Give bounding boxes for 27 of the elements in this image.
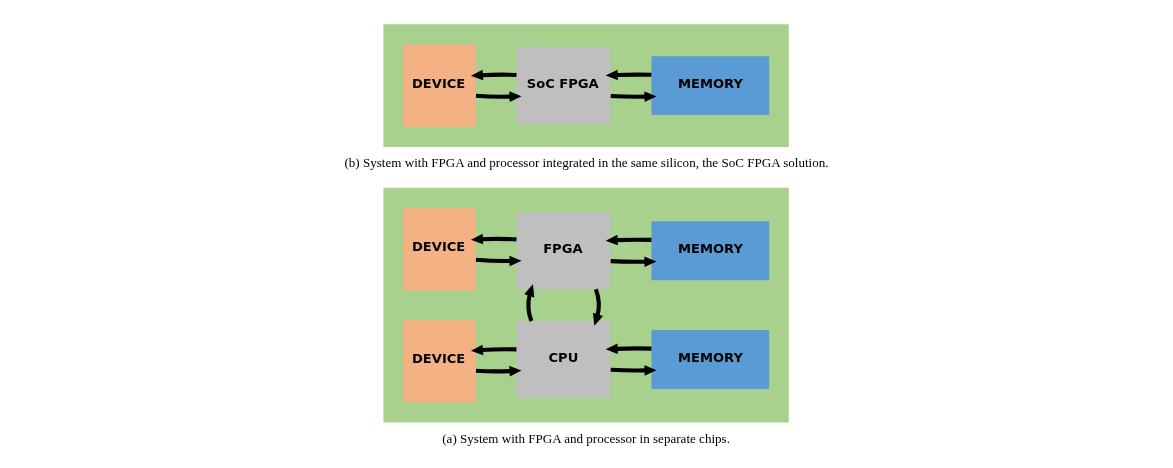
arrow [605,69,652,81]
arrow [605,343,652,355]
node-box: FPGA [516,212,611,290]
cluster [383,187,789,423]
arrow [592,288,603,326]
arrow [610,256,657,268]
node-box: MEMORY [651,56,770,116]
arrow [475,365,522,377]
arrow [524,284,535,322]
node-box: SoC FPGA [516,47,611,125]
node-box: CPU [516,321,611,398]
node-label: (a) System with FPGA and processor in separate chips. [442,430,730,446]
arrow [610,91,657,102]
node-box: DEVICE [403,207,476,291]
node-label: (b) System with FPGA and processor integrated in the same silicon, the SoC FPGA solution. [344,155,829,171]
arrow [470,233,517,245]
node-box: DEVICE [403,44,476,127]
arrow [610,365,657,376]
cluster [383,24,789,147]
arrow [475,255,522,267]
arrow [475,91,522,102]
arrow [605,234,652,246]
arrow [470,344,517,356]
node-box: MEMORY [651,221,770,281]
node-box: MEMORY [651,330,770,389]
node-box: DEVICE [403,319,476,403]
arrow [470,69,517,81]
